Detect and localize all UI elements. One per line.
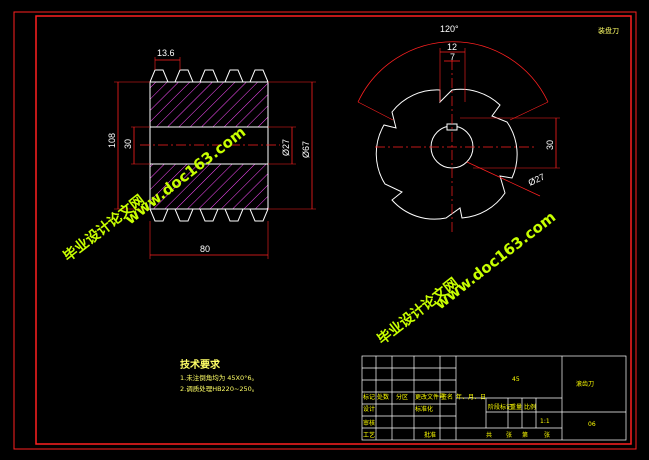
dim-end-d27: Ø27 xyxy=(527,172,547,188)
tb-stage-label: 阶段标记 xyxy=(488,403,512,411)
hob-bore xyxy=(149,126,269,165)
hob-body-hatch-top xyxy=(149,81,269,128)
notes-line-2: 2.调质处理HB220~250。 xyxy=(180,384,258,393)
dim-13-6: 13.6 xyxy=(157,48,175,58)
tb-row-label: 标记 xyxy=(363,393,375,401)
dim-12: 12 xyxy=(447,42,457,52)
tb-process: 工艺 xyxy=(363,431,375,439)
tb-sheet: 共 xyxy=(486,431,492,439)
outer-frame xyxy=(13,11,637,450)
watermark-site: www.doc163.com xyxy=(431,208,559,313)
hob-end-profile xyxy=(375,88,518,220)
tb-row-label: 分区 xyxy=(396,393,408,401)
tb-review: 审核 xyxy=(363,419,375,427)
leader-d27 xyxy=(466,161,541,197)
end-view: 120° 12 7 30 Ø27 xyxy=(357,24,560,232)
watermark-4: www.doc163.com xyxy=(431,208,559,313)
notes-heading: 技术要求 xyxy=(180,358,221,371)
hob-teeth-bottom xyxy=(149,208,269,222)
ext-line xyxy=(509,101,549,121)
notes-line-1: 1.未注倒角均为 45X0°6。 xyxy=(180,373,258,382)
title-block-frame xyxy=(361,355,627,441)
tb-row-label: 处数 xyxy=(377,393,389,401)
tb-sheet: 张 xyxy=(544,431,550,439)
title-block-text: 45 滚齿刀 06 1:1 标记 处数 分区 更改文件号 签名 年、月、日 设计… xyxy=(363,376,596,439)
dim-120: 120° xyxy=(440,24,459,34)
tb-scale: 1:1 xyxy=(540,418,550,425)
dim-30: 30 xyxy=(123,139,133,149)
tb-stage-label: 重量 xyxy=(510,403,522,411)
dim-arc-120 xyxy=(357,41,549,103)
technical-notes: 技术要求 1.未注倒角均为 45X0°6。 2.调质处理HB220~250。 xyxy=(180,358,258,393)
tb-design-label: 设计 xyxy=(363,405,375,413)
tb-row-label: 签名 xyxy=(441,393,453,401)
tb-design-label: 标准化 xyxy=(415,405,433,413)
dim-keyway-30: 30 xyxy=(545,140,555,150)
dim-108: 108 xyxy=(107,133,117,148)
dim-80: 80 xyxy=(200,244,210,254)
dim-d27: Ø27 xyxy=(281,139,291,156)
dim-7: 7 xyxy=(450,52,455,62)
dim-d67: Ø67 xyxy=(301,141,311,158)
hob-body-hatch-bottom xyxy=(149,163,269,210)
title-block xyxy=(361,355,627,441)
tb-drawing-no: 06 xyxy=(588,421,596,428)
tb-row-label: 更改文件号 xyxy=(415,393,445,401)
tb-part-name: 滚齿刀 xyxy=(576,380,594,388)
inner-frame xyxy=(35,15,632,445)
tb-stage-label: 比例 xyxy=(524,403,536,411)
tb-material: 45 xyxy=(512,376,520,383)
hob-teeth-top xyxy=(149,69,269,83)
tb-approve: 批准 xyxy=(424,431,436,439)
ext-line xyxy=(357,101,394,121)
side-view: 13.6 108 30 Ø27 Ø67 80 xyxy=(107,48,316,259)
tb-row-label: 年、月、日 xyxy=(456,393,486,401)
tb-sheet: 第 xyxy=(522,431,528,439)
corner-mark: 装盘刀 xyxy=(598,26,619,35)
tb-sheet: 张 xyxy=(506,431,512,439)
